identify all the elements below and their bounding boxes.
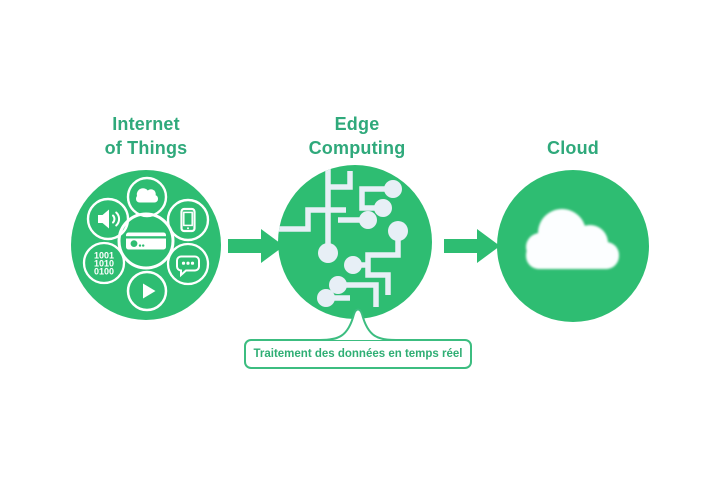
iot-title-line2: of Things: [104, 138, 188, 158]
cloud-title-line1: Cloud: [547, 138, 599, 158]
smartphone-icon: [166, 198, 210, 242]
callout-pointer: [320, 308, 396, 341]
iot-icons: 1001 1010 0100: [82, 176, 210, 312]
play-icon: [126, 270, 168, 312]
callout-box: Traitement des données en temps réel: [244, 339, 472, 369]
edge-title: Edge Computing: [247, 112, 467, 160]
chat-bubble-icon: [166, 242, 210, 286]
binary-line-1: 1001: [94, 251, 114, 261]
callout-text: Traitement des données en temps réel: [253, 348, 463, 360]
edge-circle: [278, 165, 432, 319]
cloud-circle: [497, 170, 649, 322]
iot-title: Internet of Things: [36, 112, 256, 160]
iot-circle: 1001 1010 0100: [71, 170, 221, 320]
cloud-icon-large: [526, 209, 619, 269]
edge-title-line2: Computing: [308, 138, 406, 158]
edge-title-line1: Edge: [334, 114, 380, 134]
arrow-edge-to-cloud: [444, 229, 500, 263]
iot-title-line1: Internet: [112, 114, 180, 134]
media-box-icon: [117, 212, 175, 270]
binary-code-icon: 1001 1010 0100: [82, 241, 126, 285]
arrow-iot-to-edge: [228, 229, 284, 263]
circuit-board-icon: [278, 165, 432, 319]
cloud-icon: [526, 209, 619, 269]
cloud-title: Cloud: [463, 136, 683, 160]
binary-line-3: 0100: [94, 267, 114, 277]
cloud-icon: [126, 176, 168, 218]
speaker-icon: [86, 197, 130, 241]
binary-line-2: 1010: [94, 259, 114, 269]
